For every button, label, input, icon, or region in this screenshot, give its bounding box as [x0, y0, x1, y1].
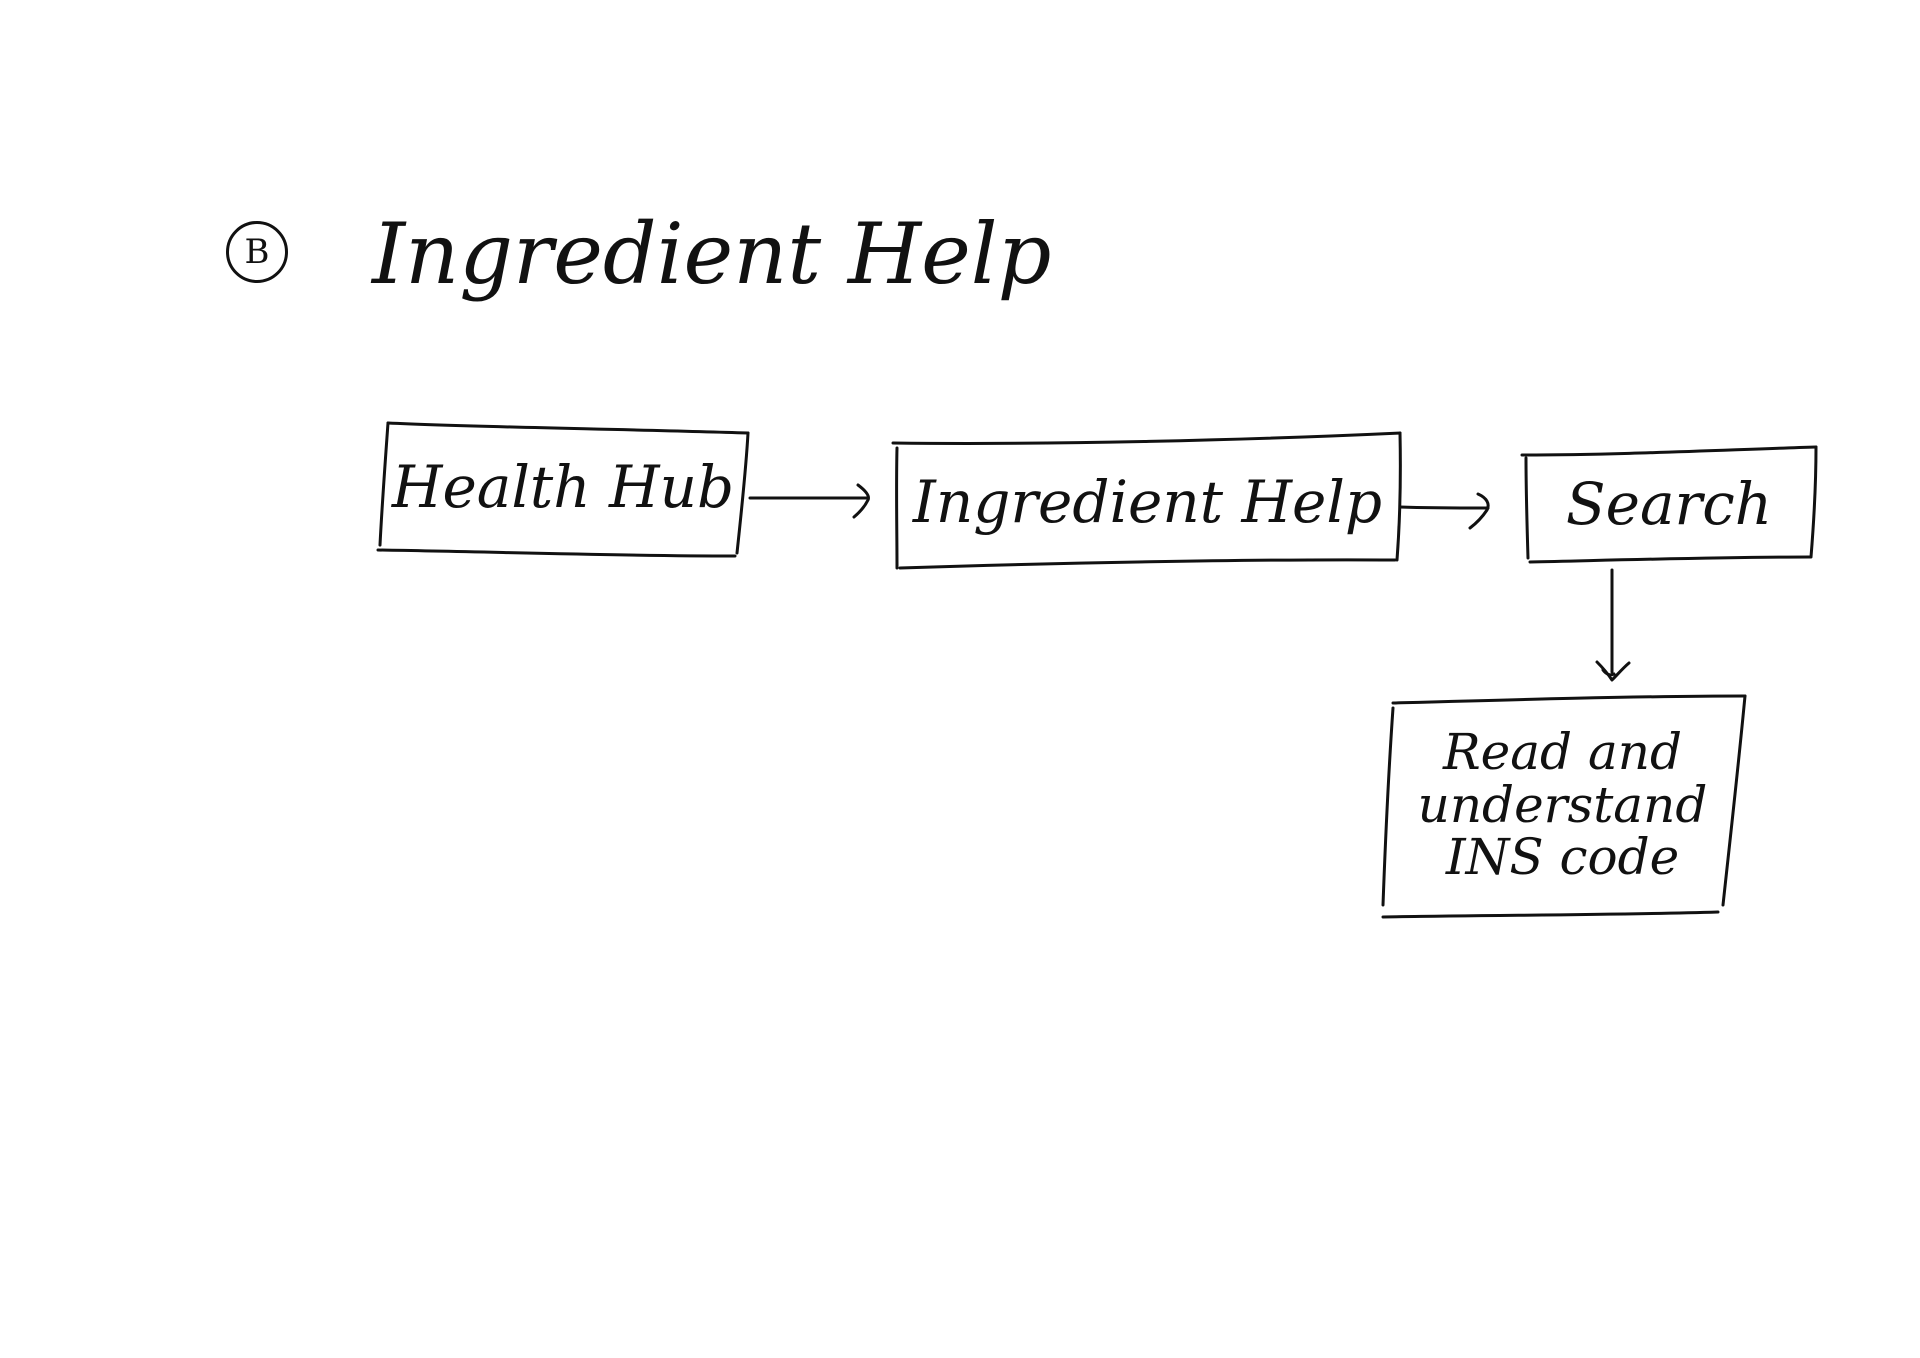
node-box-search — [1520, 445, 1818, 564]
diagram-title: Ingredient Help — [372, 205, 1052, 303]
section-marker: B — [226, 221, 288, 283]
node-label-read-ins: Read and understand INS code — [1390, 700, 1735, 910]
node-box-read-ins — [1381, 694, 1747, 919]
arrow-ingredient-to-search — [1398, 492, 1490, 530]
arrow-health-to-ingredient — [748, 483, 870, 519]
node-label-search: Search — [1565, 470, 1773, 539]
arrow-search-to-read — [1595, 568, 1631, 682]
node-label-read-ins-line-3: INS code — [1445, 828, 1680, 887]
node-label-health-hub: Health Hub — [391, 453, 735, 522]
node-label-read-ins-line-2: understand — [1417, 775, 1708, 834]
node-label-read-ins-line-1: Read and — [1443, 723, 1682, 782]
node-box-ingredient-help — [891, 431, 1402, 570]
node-label-ingredient-help: Ingredient Help — [912, 468, 1383, 537]
node-box-health-hub — [376, 421, 750, 558]
